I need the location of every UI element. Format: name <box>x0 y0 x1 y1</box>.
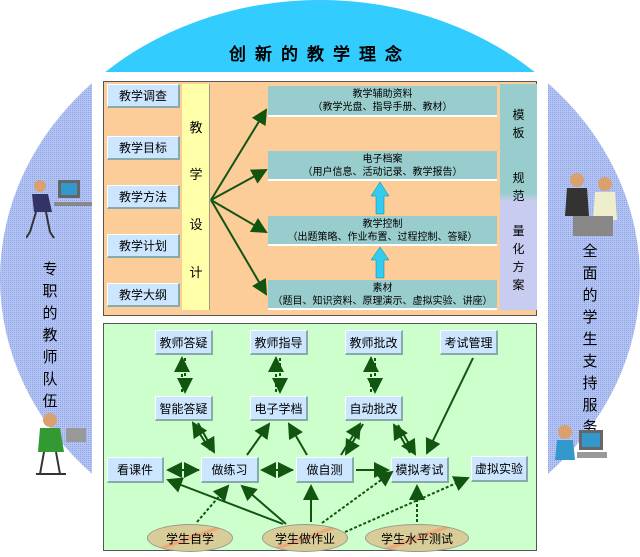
resource-title: 教学控制 <box>362 219 403 230</box>
standards-char: 规 <box>512 171 525 185</box>
design-char: 计 <box>189 266 203 281</box>
self-test[interactable]: 做自测 <box>296 457 354 483</box>
design-char: 设 <box>189 218 203 233</box>
students-group-icon <box>565 173 617 236</box>
resource-detail: （出题策略、作业布置、过程控制、答疑） <box>287 232 478 243</box>
resource-aux-materials[interactable]: 教学辅助资料 （教学光盘、指导手册、教材） <box>268 86 497 117</box>
standards-char: 案 <box>512 278 525 292</box>
do-exercises[interactable]: 做练习 <box>201 457 259 483</box>
teacher-at-computer-icon <box>26 180 92 239</box>
design-char: 学 <box>189 168 203 183</box>
standards-column: 模 板 规 范 量 化 方 案 <box>500 84 537 310</box>
standards-char: 化 <box>512 242 525 256</box>
teaching-design-column: 教 学 设 计 <box>182 84 210 310</box>
design-item-survey[interactable]: 教学调查 <box>107 84 180 108</box>
teacher-grading[interactable]: 教师批改 <box>345 330 403 355</box>
smart-qa[interactable]: 智能答疑 <box>155 396 213 421</box>
teacher-guidance[interactable]: 教师指导 <box>250 330 308 355</box>
design-item-plan[interactable]: 教学计划 <box>107 234 180 258</box>
teacher-on-phone-icon <box>36 413 86 475</box>
resource-title: 教学辅助资料 <box>352 89 413 100</box>
teacher-qa[interactable]: 教师答疑 <box>155 330 213 355</box>
standards-char: 模 <box>512 108 525 122</box>
resource-e-archive[interactable]: 电子档案 （用户信息、活动记录、教学报告） <box>268 151 497 181</box>
design-item-goals[interactable]: 教学目标 <box>107 136 180 160</box>
resource-detail: （教学光盘、指导手册、教材） <box>312 102 453 113</box>
student-support-panel <box>103 323 537 551</box>
standards-char: 板 <box>512 126 525 140</box>
resource-title: 素材 <box>372 283 393 294</box>
standards-char: 范 <box>512 189 525 203</box>
right-side-label: 全面的学生支持服务 <box>582 242 598 436</box>
student-homework[interactable]: 学生做作业 <box>262 524 348 552</box>
resource-detail: （用户信息、活动记录、教学报告） <box>302 167 463 178</box>
design-item-methods[interactable]: 教学方法 <box>107 185 180 209</box>
resource-detail: （题目、知识资料、原理演示、虚拟实验、讲座） <box>272 296 493 307</box>
resource-teaching-control[interactable]: 教学控制 （出题策略、作业布置、过程控制、答疑） <box>268 216 497 246</box>
design-char: 教 <box>189 121 203 136</box>
resource-title: 电子档案 <box>362 154 403 165</box>
e-portfolio[interactable]: 电子学档 <box>250 396 308 421</box>
left-side-label: 专职的教师队伍 <box>42 260 58 410</box>
standards-char: 量 <box>512 224 525 238</box>
page-title: 创新的教学理念 <box>229 45 411 65</box>
virtual-experiment[interactable]: 虚拟实验 <box>471 456 528 482</box>
auto-grading[interactable]: 自动批改 <box>345 396 403 421</box>
student-level-test[interactable]: 学生水平测试 <box>365 524 469 552</box>
mock-exam[interactable]: 模拟考试 <box>391 457 449 483</box>
resource-materials[interactable]: 素材 （题目、知识资料、原理演示、虚拟实验、讲座） <box>268 280 497 310</box>
student-at-computer-icon <box>555 425 607 460</box>
design-item-outline[interactable]: 教学大纲 <box>107 283 180 307</box>
view-courseware[interactable]: 看课件 <box>107 457 164 483</box>
standards-char: 方 <box>512 260 525 274</box>
exam-management[interactable]: 考试管理 <box>440 330 498 355</box>
student-self-study[interactable]: 学生自学 <box>147 524 233 552</box>
